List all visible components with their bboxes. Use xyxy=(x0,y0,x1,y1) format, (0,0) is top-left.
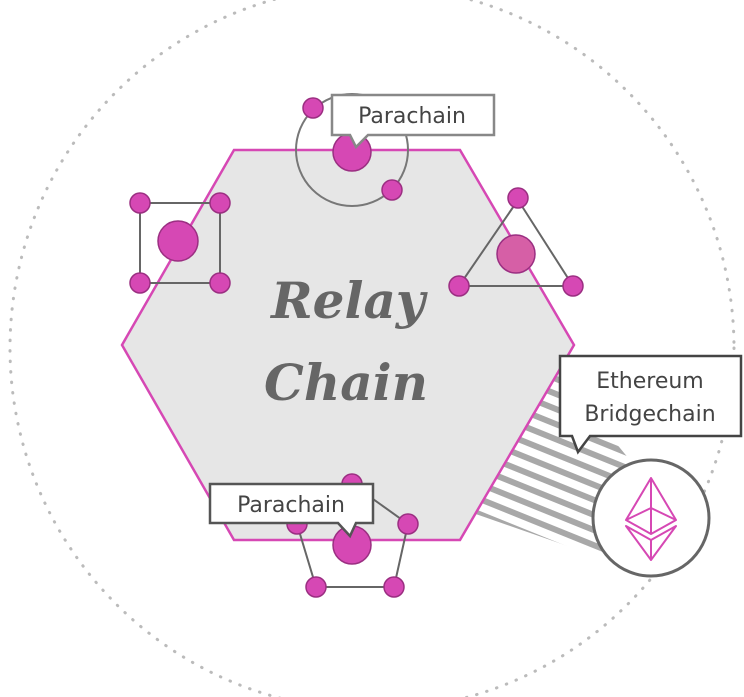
collator-node xyxy=(397,513,419,535)
collator-node xyxy=(129,272,151,294)
callout-box xyxy=(208,482,375,539)
callout-box xyxy=(330,93,496,150)
collator-node xyxy=(305,576,327,598)
right-parachain-group xyxy=(448,187,584,297)
left-parachain-group xyxy=(129,192,231,294)
network-boundary-ring xyxy=(8,0,736,697)
ethereum-bridge-node xyxy=(591,458,711,578)
ethereum-label-line2: Bridgechain xyxy=(584,402,715,427)
ethereum-diamond-icon xyxy=(625,477,677,561)
top-parachain-label: Parachain xyxy=(358,104,466,129)
parachain-triangle-frame xyxy=(457,198,575,287)
collator-node xyxy=(448,275,470,297)
relay-chain-title-line2: Chain xyxy=(264,353,428,412)
collator-node xyxy=(562,275,584,297)
collator-node xyxy=(507,187,529,209)
bottom-parachain-callout: Parachain xyxy=(208,482,375,539)
collator-node xyxy=(383,576,405,598)
ethereum-bridgechain-callout: Ethereum Bridgechain xyxy=(558,354,743,455)
ethereum-label-line1: Ethereum xyxy=(596,369,703,394)
relay-chain-title-line1: Relay xyxy=(269,271,428,330)
relay-chain-hexagon xyxy=(120,148,576,542)
top-parachain-callout: Parachain xyxy=(330,93,496,150)
collator-node xyxy=(129,192,151,214)
collator-node xyxy=(209,272,231,294)
parachain-square-frame xyxy=(139,202,221,284)
callout-box xyxy=(558,354,743,455)
collator-node xyxy=(381,179,403,201)
parachain-hub-node xyxy=(496,234,536,274)
collator-node xyxy=(209,192,231,214)
parachain-hub-node xyxy=(157,220,199,262)
collator-node xyxy=(302,97,324,119)
bottom-parachain-label: Parachain xyxy=(237,493,345,518)
